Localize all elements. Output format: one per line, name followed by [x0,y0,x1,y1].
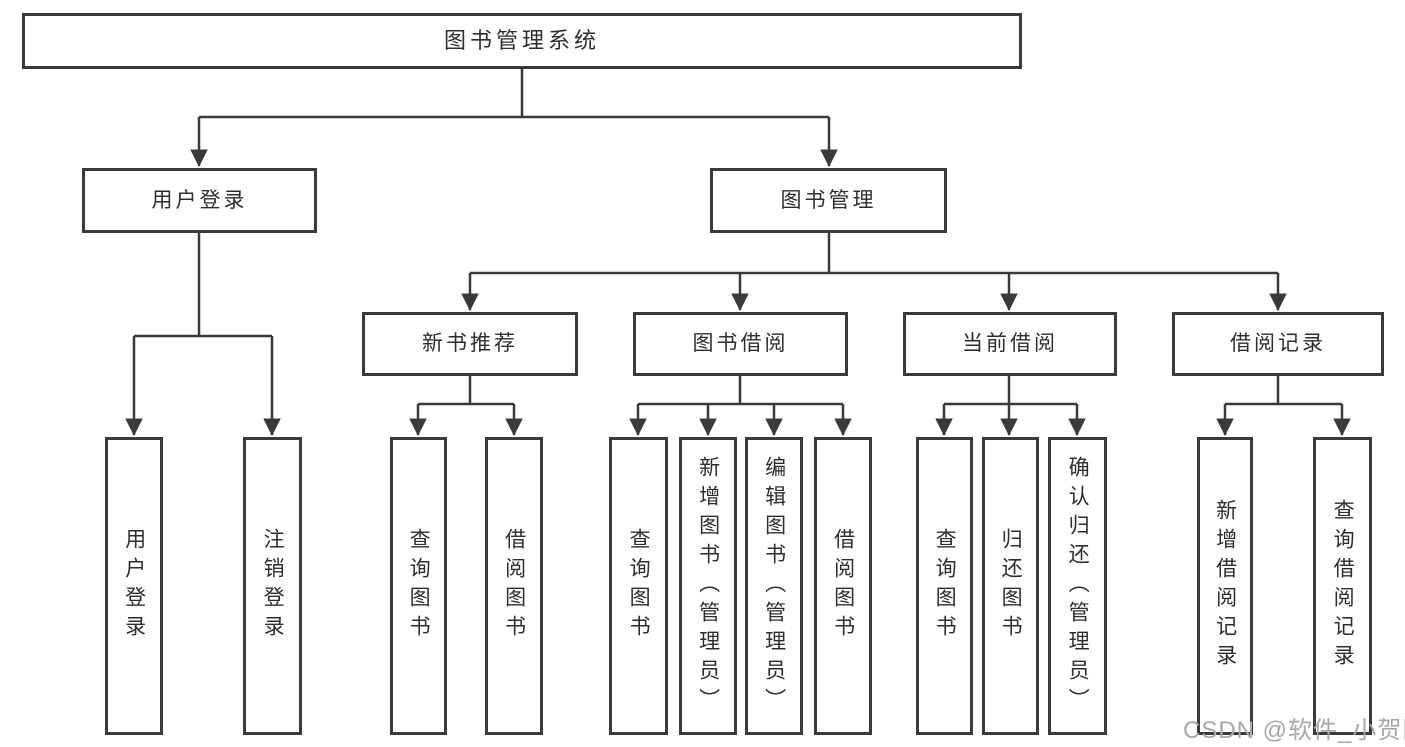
node-root: 图书管理系统 [22,13,1022,69]
node-user-login: 用户登录 [82,168,317,233]
node-borrow-records: 借阅记录 [1172,312,1384,376]
leaf-query-books-recommend: 查询图书 [390,437,447,735]
leaf-user-login: 用户登录 [105,437,163,735]
leaf-borrow-books: 借阅图书 [814,437,872,735]
leaf-query-borrow-record: 查询借阅记录 [1313,437,1372,735]
leaf-edit-books-admin: 编辑图书（管理员） [745,437,803,735]
leaf-query-books-borrow: 查询图书 [609,437,668,735]
leaf-confirm-return-admin: 确认归还（管理员） [1048,437,1107,735]
node-new-book-recommend: 新书推荐 [362,312,578,376]
leaf-logout: 注销登录 [243,437,302,735]
leaf-add-books-admin: 新增图书（管理员） [679,437,737,735]
node-current-borrow: 当前借阅 [903,312,1117,376]
csdn-watermark: CSDN @软件_小贺同学 [1183,717,1405,744]
leaf-borrow-books-recommend: 借阅图书 [485,437,543,735]
node-book-management: 图书管理 [710,168,947,233]
leaf-add-borrow-record: 新增借阅记录 [1197,437,1253,735]
leaf-query-books-current: 查询图书 [916,437,973,735]
leaf-return-books: 归还图书 [982,437,1039,735]
node-book-borrow: 图书借阅 [633,312,848,376]
